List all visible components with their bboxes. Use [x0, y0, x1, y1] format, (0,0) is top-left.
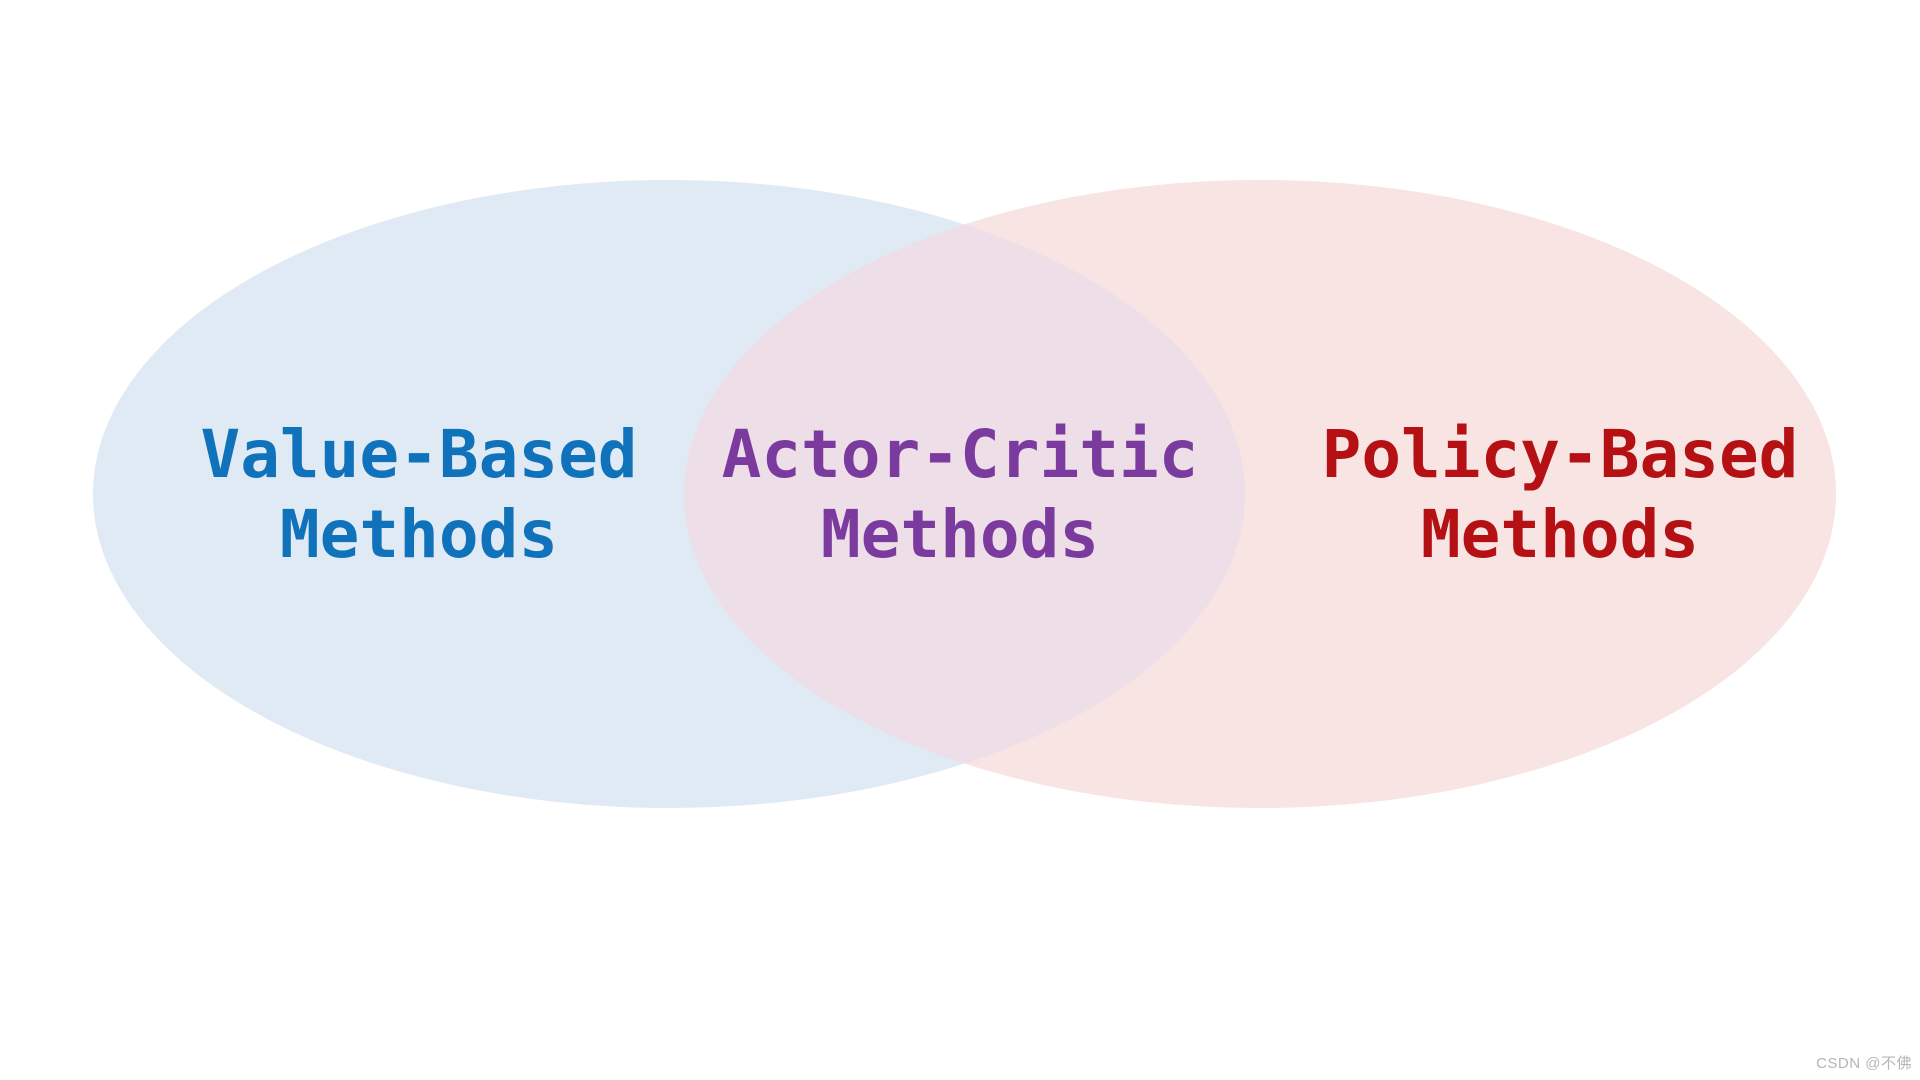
label-actor-critic-line1: Actor-Critic	[721, 416, 1199, 493]
label-actor-critic: Actor-Critic Methods	[722, 415, 1199, 575]
label-value-based-line2: Methods	[279, 496, 559, 573]
label-policy-based-line2: Methods	[1420, 496, 1700, 573]
label-value-based: Value-Based Methods	[200, 415, 637, 575]
label-actor-critic-line2: Methods	[820, 496, 1100, 573]
label-policy-based: Policy-Based Methods	[1322, 415, 1799, 575]
actor-critic-overlap-region	[684, 180, 1245, 808]
label-policy-based-line1: Policy-Based	[1321, 416, 1799, 493]
label-value-based-line1: Value-Based	[200, 416, 638, 493]
csdn-watermark: CSDN @不佛	[1816, 1055, 1912, 1072]
